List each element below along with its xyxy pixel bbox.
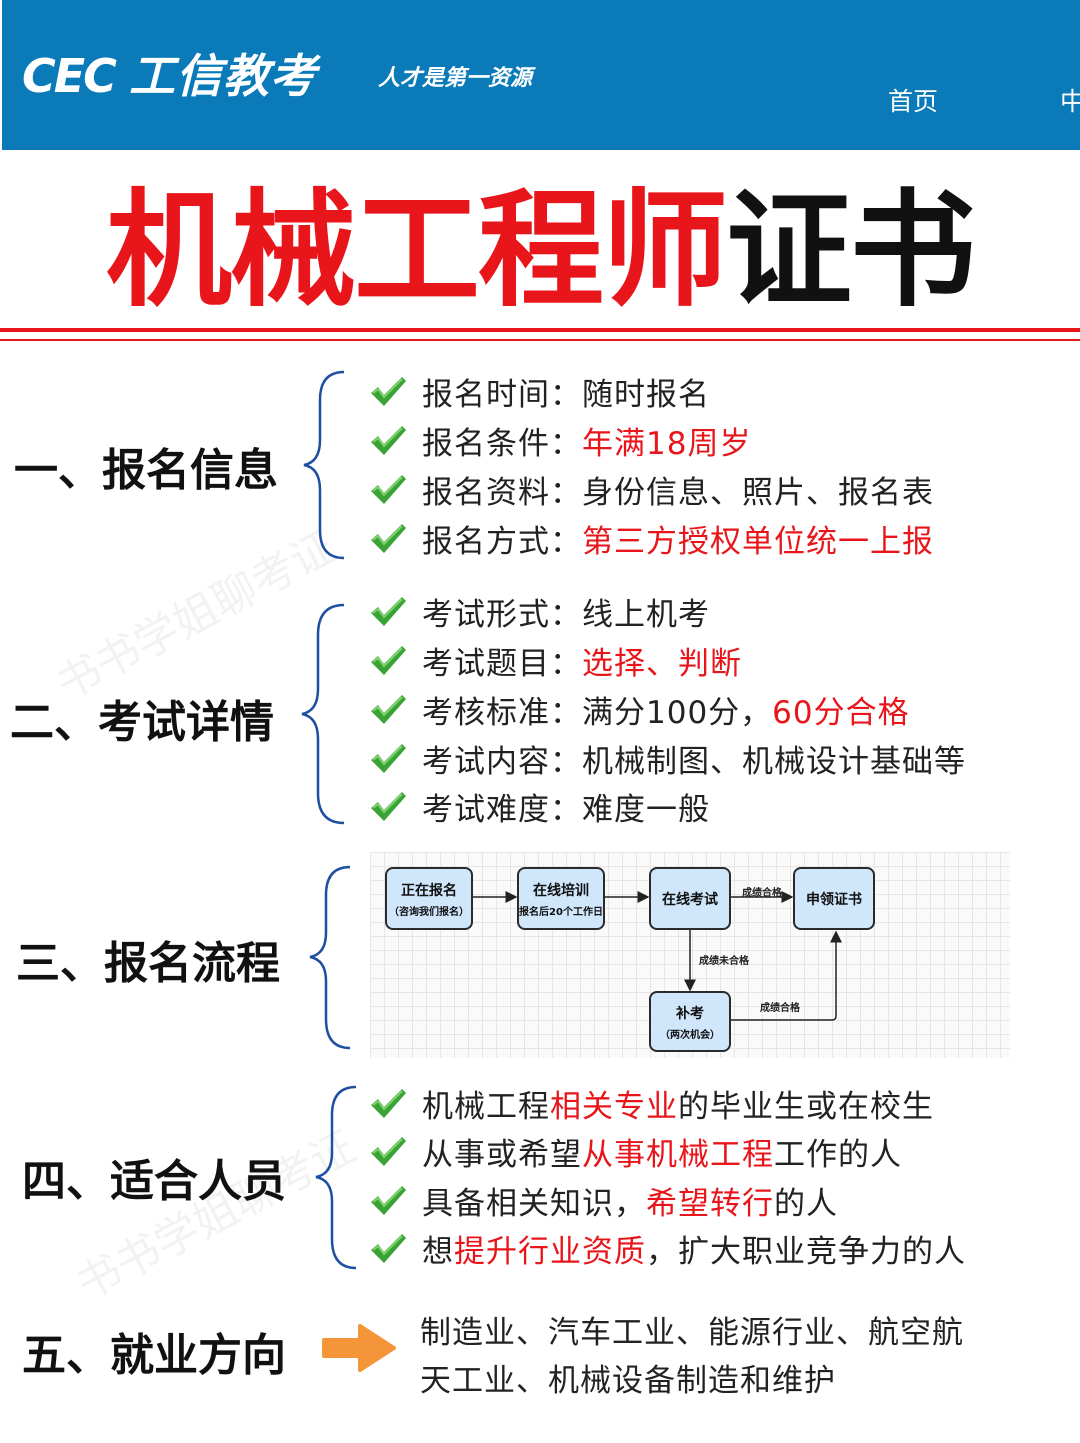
divider — [0, 339, 1080, 341]
page-title: 机械工程师证书 — [106, 176, 976, 324]
check-icon — [368, 1133, 408, 1169]
highlight-text: 第三方授权单位统一上报 — [582, 523, 934, 560]
highlight-text: 年满18周岁 — [582, 425, 752, 462]
section-label-career: 五、就业方向 — [22, 1330, 286, 1381]
brace-icon — [315, 1085, 357, 1270]
flow-label-pass: 成绩合格 — [742, 888, 782, 899]
section-label-exam: 二、考试详情 — [10, 697, 274, 748]
flow-step-training: 在线培训报名后20个工作日 — [517, 867, 605, 930]
check-icon — [368, 691, 408, 727]
check-icon — [368, 593, 408, 629]
check-icon — [368, 740, 408, 776]
highlight-text: 选择、判断 — [582, 645, 742, 682]
list-item: 考试内容：机械制图、机械设计基础等 — [368, 736, 966, 780]
item-text: 具备相关知识， — [422, 1185, 646, 1222]
flow-step-retake: 补考（两次机会） — [649, 991, 731, 1052]
list-item: 报名资料：身份信息、照片、报名表 — [368, 467, 934, 511]
item-text: 的毕业生或在校生 — [678, 1088, 934, 1125]
list-item: 想提升行业资质，扩大职业竞争力的人 — [368, 1226, 966, 1270]
flow-label-pass-retake: 成绩合格 — [760, 1003, 800, 1014]
highlight-text: 提升行业资质 — [454, 1233, 646, 1270]
list-item: 机械工程相关专业的毕业生或在校生 — [368, 1081, 934, 1125]
check-icon — [368, 1182, 408, 1218]
slogan: 人才是第一资源 — [378, 66, 533, 91]
list-item: 报名条件：年满18周岁 — [368, 418, 751, 462]
section-label-registration: 一、报名信息 — [14, 445, 278, 496]
list-item: 考试形式：线上机考 — [368, 589, 710, 633]
item-text: 报名方式： — [422, 523, 582, 560]
item-text: 考试难度：难度一般 — [422, 791, 710, 828]
check-icon — [368, 422, 408, 458]
flow-step-certificate: 申领证书 — [793, 867, 875, 930]
check-icon — [368, 471, 408, 507]
item-text: 工作的人 — [774, 1136, 902, 1173]
career-text-line: 天工业、机械设备制造和维护 — [420, 1363, 836, 1399]
highlight-text: 从事机械工程 — [582, 1136, 774, 1173]
career-text-line: 制造业、汽车工业、能源行业、航空航 — [420, 1315, 964, 1351]
check-icon — [368, 1085, 408, 1121]
item-text: 报名时间：随时报名 — [422, 376, 710, 413]
item-text: 考试内容：机械制图、机械设计基础等 — [422, 743, 966, 780]
check-icon — [368, 642, 408, 678]
divider — [0, 328, 1080, 332]
flow-step-register: 正在报名（咨询我们报名） — [385, 867, 473, 930]
highlight-text: 希望转行 — [646, 1185, 774, 1222]
item-text: 报名条件： — [422, 425, 582, 462]
item-text: 机械工程 — [422, 1088, 550, 1125]
brace-icon — [301, 603, 345, 825]
arrow-right-icon — [322, 1324, 396, 1372]
list-item: 考试题目：选择、判断 — [368, 638, 742, 682]
flow-step-exam: 在线考试 — [649, 867, 731, 930]
check-icon — [368, 373, 408, 409]
highlight-text: 相关专业 — [550, 1088, 678, 1125]
item-text: 考试形式：线上机考 — [422, 596, 710, 633]
item-text: 考核标准：满分100分， — [422, 694, 773, 731]
list-item: 具备相关知识，希望转行的人 — [368, 1178, 838, 1222]
section-label-audience: 四、适合人员 — [22, 1156, 286, 1207]
item-text: 考试题目： — [422, 645, 582, 682]
check-icon — [368, 520, 408, 556]
flow-label-fail: 成绩未合格 — [699, 956, 749, 967]
list-item: 报名时间：随时报名 — [368, 369, 710, 413]
highlight-text: 60分合格 — [772, 694, 910, 731]
item-text: 从事或希望 — [422, 1136, 582, 1173]
check-icon — [368, 788, 408, 824]
section-label-process: 三、报名流程 — [16, 938, 280, 989]
item-text: ，扩大职业竞争力的人 — [646, 1233, 966, 1270]
list-item: 考核标准：满分100分，60分合格 — [368, 687, 910, 731]
brace-icon — [303, 370, 345, 560]
list-item: 报名方式：第三方授权单位统一上报 — [368, 516, 934, 560]
flow-arrows — [472, 891, 842, 1021]
item-text: 报名资料：身份信息、照片、报名表 — [422, 474, 934, 511]
list-item: 从事或希望从事机械工程工作的人 — [368, 1129, 902, 1173]
list-item: 考试难度：难度一般 — [368, 784, 710, 828]
process-flowchart: 正在报名（咨询我们报名） 在线培训报名后20个工作日 在线考试 申领证书 补考（… — [370, 852, 1010, 1058]
nav-home[interactable]: 首页 — [888, 87, 939, 116]
brace-icon — [309, 865, 351, 1050]
nav-item-partial[interactable]: 中 — [1060, 87, 1080, 116]
check-icon — [368, 1230, 408, 1266]
item-text: 的人 — [774, 1185, 838, 1222]
item-text: 想 — [422, 1233, 454, 1270]
